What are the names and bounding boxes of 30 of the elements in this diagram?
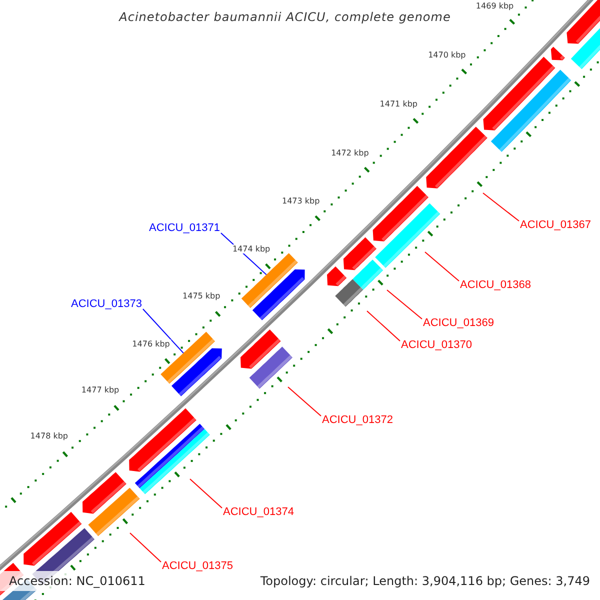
scale-label: 1471 kbp [378, 99, 418, 108]
scale-label: 1475 kbp [182, 292, 222, 301]
scale-label: 1470 kbp [427, 50, 467, 60]
gene-label: ACICU_01368 [460, 279, 531, 292]
gene-label: ACICU_01373 [71, 298, 142, 311]
gene-label: ACICU_01370 [401, 339, 472, 352]
gene-label: ACICU_01367 [520, 219, 591, 232]
leader-line [130, 532, 162, 562]
scale-label: 1478 kbp [29, 432, 69, 441]
scale-label: 1473 kbp [280, 196, 321, 206]
gene-label: ACICU_01371 [149, 222, 220, 235]
leader-line [288, 386, 322, 416]
leader-line [424, 252, 460, 282]
scale-label: 1477 kbp [80, 386, 120, 395]
gene-label: ACICU_01375 [162, 560, 233, 573]
gene-bar [241, 253, 298, 308]
genome-info-label: Topology: circular; Length: 3,904,116 bp; Genes: 3,749 [260, 574, 590, 588]
scale-label: 1476 kbp [131, 339, 171, 348]
leader-line [366, 310, 400, 342]
leader-line [142, 308, 184, 354]
scale-label: 1469 kbp [474, 2, 515, 10]
gene-label: ACICU_01374 [223, 506, 294, 519]
scale-label: 1472 kbp [330, 148, 370, 158]
gene-label: ACICU_01369 [423, 317, 494, 330]
diagram-title: Acinetobacter baumannii ACICU, complete genome [118, 10, 452, 24]
leader-line [482, 192, 520, 222]
gene-label: ACICU_01372 [322, 414, 393, 427]
scale-label: 1474 kbp [231, 244, 272, 254]
leader-line [386, 290, 422, 320]
leader-line [190, 478, 222, 508]
